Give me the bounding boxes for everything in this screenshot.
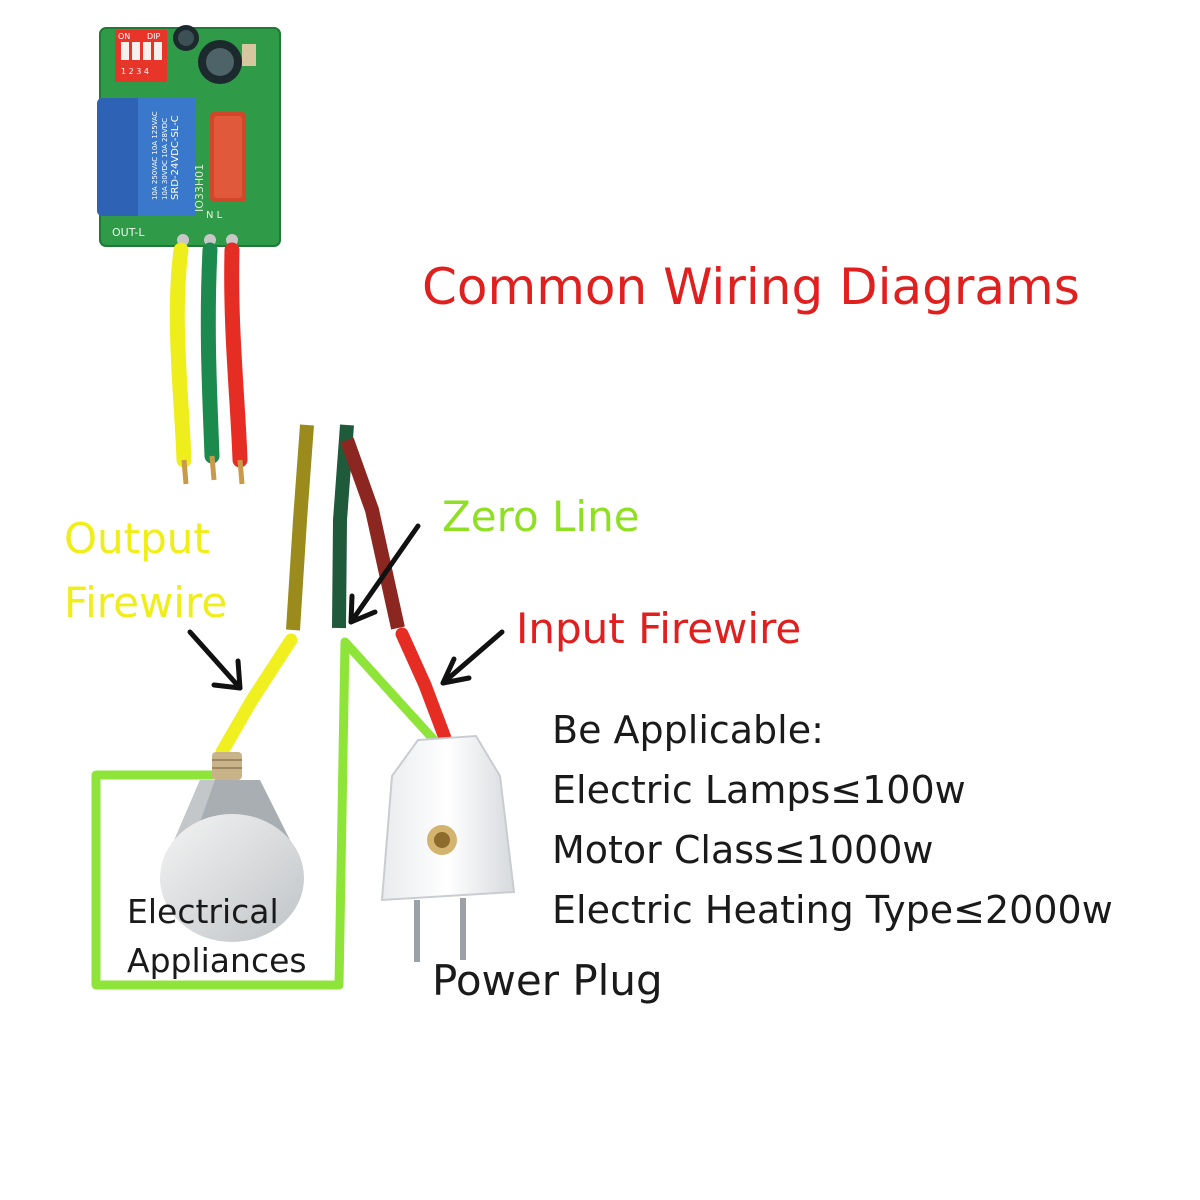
relay-rating-2: 10A 30VDC 10A 28VDC (161, 118, 169, 200)
input-wire-lower (395, 627, 452, 745)
output-firewire-label-line1: Output (64, 514, 210, 563)
output-arrow-icon (187, 629, 243, 691)
power-plug-label: Power Plug (432, 956, 663, 1005)
output-wire-upper (286, 424, 314, 631)
applicable-specs: Be Applicable: Electric Lamps≤100w Motor… (552, 708, 1113, 948)
zero-wire (332, 424, 354, 629)
dip-label: DIP (147, 32, 161, 41)
power-plug-icon (380, 734, 516, 962)
input-arrow-icon (440, 629, 505, 686)
terminal-label: OUT-L (112, 226, 145, 239)
pointer-arrows (187, 523, 505, 691)
relay: SRD-24VDC-SL-C 10A 250VAC 10A 125VAC 10A… (97, 98, 196, 216)
dip-on-label: ON (118, 32, 130, 41)
relay-model: SRD-24VDC-SL-C (170, 115, 181, 200)
dip-numbers: 1 2 3 4 (121, 67, 149, 76)
spec-item-heating: Electric Heating Type≤2000w (552, 888, 1113, 932)
input-wire-upper (340, 437, 405, 630)
pin-labels: N L (206, 210, 223, 221)
relay-module-board: ON DIP 1 2 3 4 SRD-24VDC-SL-C 10A 250VAC… (97, 25, 281, 247)
loop-wire (91, 637, 439, 990)
zero-line-arrow-icon (348, 523, 421, 625)
output-firewire-label-line2: Firewire (64, 578, 228, 627)
diagram-wires (91, 424, 452, 990)
electrical-appliances-label-line1: Electrical (127, 892, 279, 931)
zero-line-label: Zero Line (442, 492, 640, 541)
module-yellow-wire (169, 242, 192, 468)
dip-switch: ON DIP 1 2 3 4 (115, 30, 167, 82)
module-wires (169, 242, 248, 485)
light-bulb-icon (160, 752, 304, 942)
input-firewire-label: Input Firewire (516, 604, 802, 653)
module-code: IO33H01 (193, 164, 206, 212)
specs-heading: Be Applicable: (552, 708, 824, 752)
module-red-wire (224, 242, 248, 468)
page-title: Common Wiring Diagrams (422, 258, 1080, 316)
spec-item-lamps: Electric Lamps≤100w (552, 768, 966, 812)
relay-rating-1: 10A 250VAC 10A 125VAC (151, 111, 159, 200)
output-wire-lower (215, 633, 298, 759)
module-green-wire (200, 242, 220, 464)
electrical-appliances-label-line2: Appliances (127, 941, 307, 980)
spec-item-motor: Motor Class≤1000w (552, 828, 934, 872)
